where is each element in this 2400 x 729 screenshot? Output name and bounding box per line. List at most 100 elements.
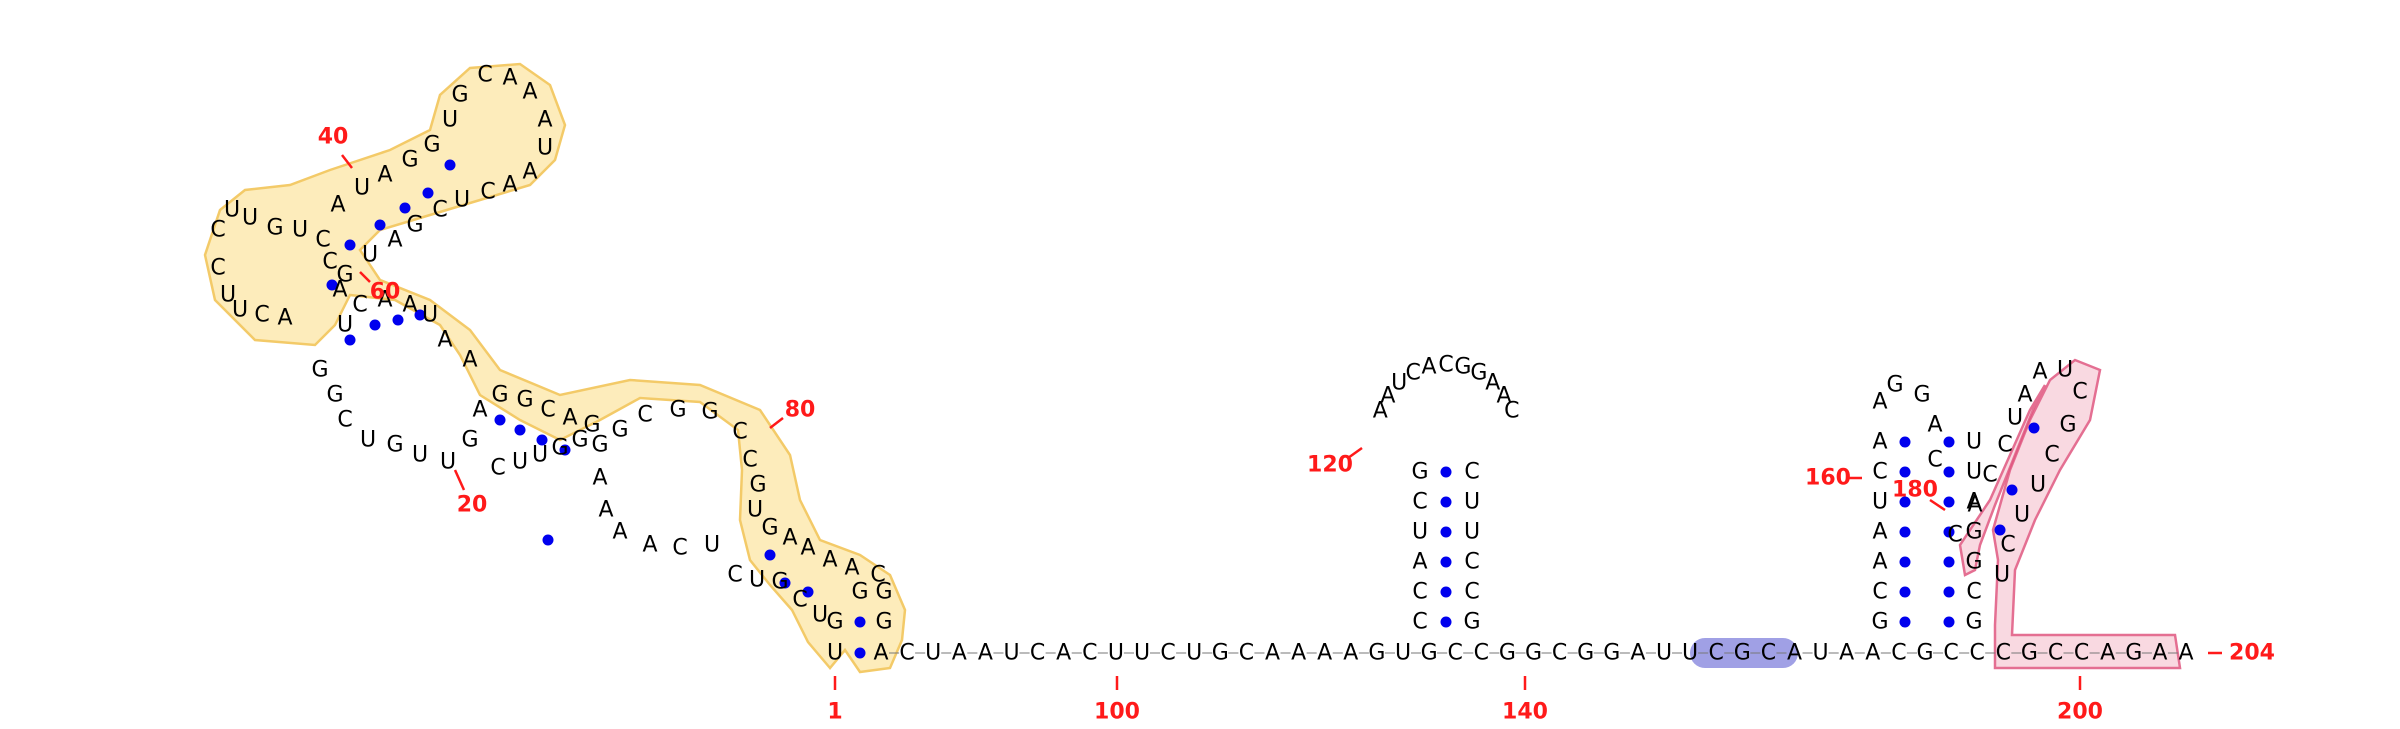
nucleotide: C [899,641,914,666]
nucleotide: C [1970,641,1985,666]
nucleotide: A [1485,370,1500,395]
nucleotide: G [2021,641,2038,666]
nucleotide: U [224,198,240,223]
nucleotide: A [2178,641,2193,666]
nucleotide: A [1412,550,1427,575]
base-pair-dot [1899,466,1911,478]
position-tick [769,417,784,429]
position-label: 180 [1892,478,1938,503]
base-pair-dot [392,314,404,326]
nucleotide: A [502,173,517,198]
nucleotide: C [1464,550,1479,575]
nucleotide: A [1967,493,1982,518]
nucleotide: C [1872,460,1887,485]
nucleotide: U [442,108,458,133]
base-pair-dot [1943,586,1955,598]
nucleotide: U [747,498,763,523]
nucleotide: G [1965,520,1982,545]
base-pair-dot [374,219,386,231]
nucleotide: U [1656,641,1672,666]
nucleotide: G [851,580,868,605]
nucleotide: C [1872,580,1887,605]
nucleotide: A [822,548,837,573]
nucleotide: G [875,610,892,635]
position-tick [453,469,466,491]
base-pair-dot [399,202,411,214]
base-pair-dot [1440,556,1452,568]
base-pair-dot [802,586,814,598]
nucleotide: G [451,83,468,108]
nucleotide: G [1965,550,1982,575]
nucleotide: C [1448,641,1463,666]
base-pair-dot [1943,556,1955,568]
nucleotide: A [1343,641,1358,666]
nucleotide: U [412,443,428,468]
nucleotide: G [1913,383,1930,408]
nucleotide: C [2072,380,2087,405]
nucleotide: U [1966,430,1982,455]
nucleotide: U [532,443,548,468]
nucleotide: C [1927,448,1942,473]
nucleotide: C [1504,399,1519,424]
base-pair-dot [1899,526,1911,538]
position-tick [359,271,371,283]
base-pair-dot [542,534,554,546]
base-pair-dot [1943,466,1955,478]
nucleotide: C [727,563,742,588]
base-pair-dot [1440,616,1452,628]
nucleotide: G [611,418,628,443]
nucleotide: G [423,133,440,158]
yellow-domain-highlight [203,62,907,674]
nucleotide: A [330,193,345,218]
nucleotide: C [322,250,337,275]
base-pair-dot [2006,484,2018,496]
nucleotide: G [386,433,403,458]
nucleotide: G [326,383,343,408]
nucleotide: U [2030,473,2046,498]
nucleotide: C [2000,533,2015,558]
nucleotide: A [1872,430,1887,455]
nucleotide: U [1108,641,1124,666]
nucleotide: G [491,383,508,408]
nucleotide: U [1682,641,1698,666]
nucleotide: A [1872,390,1887,415]
nucleotide: C [1947,523,1962,548]
nucleotide: U [337,313,353,338]
nucleotide: G [1463,610,1480,635]
nucleotide: A [537,108,552,133]
nucleotide: C [315,228,330,253]
nucleotide: A [598,498,613,523]
nucleotide: A [1872,520,1887,545]
nucleotide: A [1872,550,1887,575]
nucleotide: A [873,641,888,666]
base-pair-dot [559,444,571,456]
nucleotide: G [1454,355,1471,380]
nucleotide: G [1470,361,1487,386]
nucleotide: A [612,520,627,545]
nucleotide: U [454,188,470,213]
base-pair-dot [779,577,791,589]
blue-motif-highlight [1690,638,1798,668]
base-pair-dot [369,319,381,331]
nucleotide: U [440,450,456,475]
nucleotide: G [1577,641,1594,666]
position-label: 160 [1805,466,1851,491]
nucleotide: C [672,536,687,561]
nucleotide: C [480,180,495,205]
position-label: 60 [370,280,401,305]
nucleotide: A [844,556,859,581]
nucleotide: A [562,406,577,431]
nucleotide: G [1965,610,1982,635]
nucleotide: C [870,563,885,588]
position-label: 200 [2057,700,2103,725]
nucleotide: U [1003,641,1019,666]
nucleotide: A [1373,399,1388,424]
position-tick [341,154,353,169]
base-pair-dot [514,424,526,436]
nucleotide: G [1525,641,1542,666]
base-pair-dot [344,239,356,251]
base-pair-dot [1899,616,1911,628]
nucleotide: C [1412,490,1427,515]
nucleotide: U [1395,641,1411,666]
